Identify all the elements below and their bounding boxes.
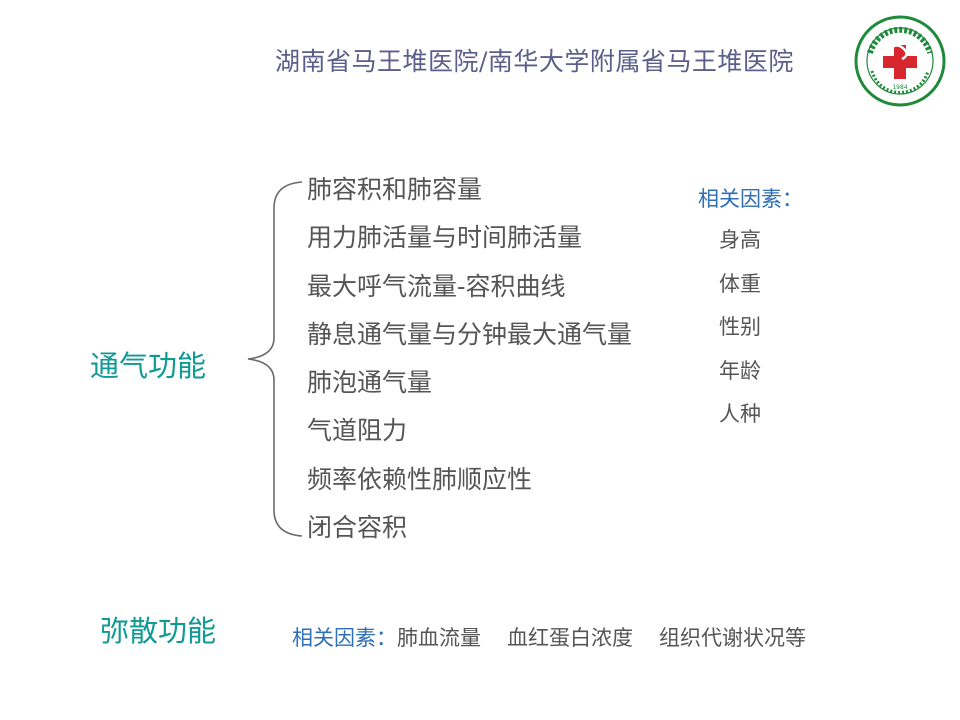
ventilation-item: 气道阻力 — [307, 416, 408, 446]
logo-year: 1984 — [892, 84, 907, 91]
ventilation-item: 肺泡通气量 — [307, 368, 433, 398]
ventilation-factors-title: 相关因素： — [698, 187, 803, 211]
ventilation-factor: 人种 — [719, 402, 761, 426]
hospital-logo-icon: 1984 — [854, 15, 946, 107]
diffusion-factors-prefix: 相关因素： — [292, 626, 397, 650]
ventilation-item: 用力肺活量与时间肺活量 — [307, 223, 583, 253]
ventilation-item: 肺容积和肺容量 — [307, 175, 483, 204]
diffusion-factor: 组织代谢状况等 — [659, 626, 806, 650]
left-brace-icon — [247, 181, 303, 537]
ventilation-function-label: 通气功能 — [90, 349, 207, 383]
diffusion-function-label: 弥散功能 — [100, 614, 217, 648]
ventilation-item: 最大呼气流量-容积曲线 — [307, 271, 566, 301]
hospital-name: 湖南省马王堆医院/南华大学附属省马王堆医院 — [275, 47, 794, 76]
diffusion-factor: 血红蛋白浓度 — [507, 626, 633, 650]
ventilation-factor: 年龄 — [719, 358, 761, 383]
ventilation-factor: 体重 — [719, 271, 761, 296]
ventilation-item: 静息通气量与分钟最大通气量 — [307, 319, 633, 349]
ventilation-item: 频率依赖性肺顺应性 — [307, 464, 533, 494]
ventilation-item-list: 肺容积和肺容量 用力肺活量与时间肺活量 最大呼气流量-容积曲线 静息通气量与分钟… — [307, 170, 632, 556]
ventilation-item: 闭合容积 — [307, 513, 408, 543]
ventilation-factor: 身高 — [719, 228, 761, 252]
ventilation-factor: 性别 — [719, 315, 761, 339]
diffusion-factors-line: 相关因素：肺血流量 血红蛋白浓度 组织代谢状况等 — [292, 622, 806, 652]
diffusion-factor: 肺血流量 — [397, 626, 481, 650]
ventilation-factor-list: 身高 体重 性别 年龄 人种 — [719, 222, 761, 440]
